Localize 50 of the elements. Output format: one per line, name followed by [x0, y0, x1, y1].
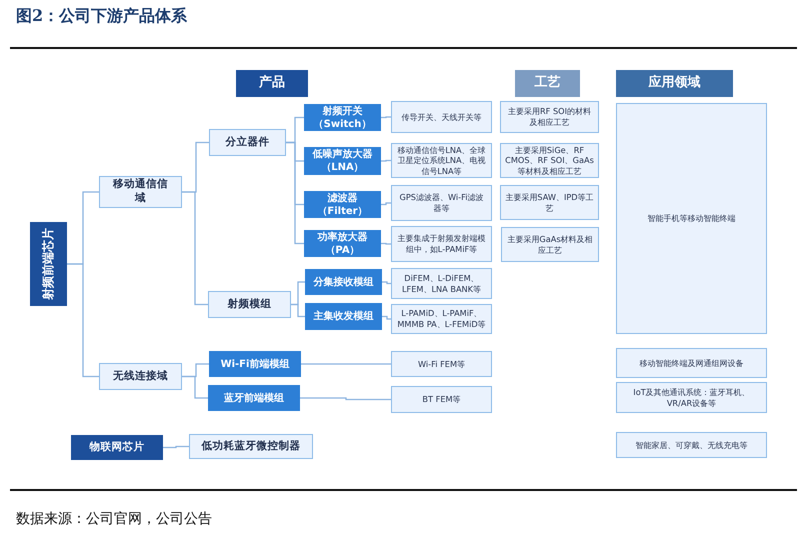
connector-line — [182, 191, 208, 306]
figure-title: 图2：公司下游产品体系 — [16, 6, 188, 27]
product-box: 蓝牙前端模组 — [208, 385, 300, 411]
product-box: 分集接收模组 — [305, 269, 382, 295]
description-box: 移动智能终端及网通组网设备 — [616, 348, 767, 378]
description-box: 主要集成于射频发射端模组中，如L-PAMiF等 — [391, 226, 492, 262]
source-note: 数据来源：公司官网，公司公告 — [16, 510, 212, 528]
category-box: 物联网芯片 — [71, 435, 163, 460]
connector-line — [300, 397, 391, 400]
connector-line — [286, 142, 304, 244]
description-box: 传导开关、天线开关等 — [391, 101, 492, 133]
description-box: 智能家居、可穿戴、无线充电等 — [616, 432, 767, 458]
product-box: 主集收发模组 — [305, 303, 382, 330]
description-box: 主要采用GaAs材料及相应工艺 — [501, 227, 599, 262]
connector-line — [381, 202, 391, 206]
category-box: 移动通信信域 — [99, 176, 182, 208]
connector-line — [182, 376, 208, 399]
connector-line — [382, 281, 391, 284]
description-box: 主要采用SiGe、RF CMOS、RF SOI、GaAs等材料及相应工艺 — [500, 143, 599, 178]
description-box: 主要采用RF SOI的材料及相应工艺 — [500, 101, 599, 133]
connector-line — [301, 363, 391, 365]
description-box: 主要采用SAW、IPD等工艺 — [500, 185, 599, 220]
description-box: L-PAMiD、L-PAMiF、MMMB PA、L-FEMiD等 — [391, 304, 492, 334]
column-header: 工艺 — [515, 70, 580, 97]
description-box: GPS滤波器、Wi-Fi滤波器等 — [391, 185, 492, 221]
column-header: 产品 — [236, 70, 308, 97]
connector-line — [381, 242, 391, 245]
category-box: 无线连接域 — [99, 363, 182, 390]
description-box: DiFEM、L-DiFEM、LFEM、LNA BANK等 — [391, 268, 492, 299]
connector-line — [291, 304, 305, 318]
column-header: 应用领域 — [616, 70, 733, 97]
description-box: Wi-Fi FEM等 — [391, 351, 492, 377]
connector-line — [381, 116, 391, 118]
connector-line — [163, 446, 189, 448]
description-box: IoT及其他通讯系统：蓝牙耳机、VR/AR设备等 — [616, 382, 767, 413]
connector-line — [382, 316, 391, 320]
product-box: 射频开关（Switch） — [304, 104, 381, 131]
category-box: 射频模组 — [208, 291, 291, 318]
description-box: 移动通信信号LNA、全球卫星定位系统LNA、电视信号LNA等 — [391, 143, 492, 178]
category-box: 低功耗蓝牙微控制器 — [189, 434, 313, 459]
category-box: 分立器件 — [209, 129, 286, 156]
product-box: 低噪声放大器（LNA） — [304, 147, 381, 175]
product-box: Wi-Fi前端模组 — [209, 351, 301, 377]
description-box: 智能手机等移动智能终端 — [616, 103, 767, 334]
category-box: 射频前端芯片 — [30, 222, 67, 306]
connector-line — [381, 160, 391, 162]
product-box: 功率放大器（PA） — [304, 230, 381, 257]
product-box: 滤波器（Filter） — [304, 191, 381, 218]
description-box: BT FEM等 — [391, 386, 492, 413]
connector-line — [67, 263, 99, 378]
